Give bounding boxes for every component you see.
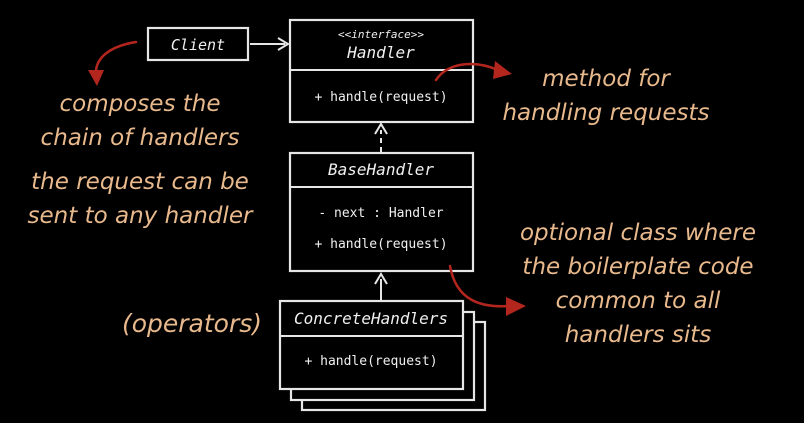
note-method-line-2: handling requests [502, 100, 709, 126]
client-label: Client [171, 36, 225, 54]
concrete-handlers-name: ConcreteHandlers [294, 309, 448, 328]
note-optional-line-4: handlers sits [565, 322, 712, 348]
handler-name: Handler [346, 43, 415, 62]
note-optional: optional class where the boilerplate cod… [520, 220, 756, 348]
note-optional-line-1: optional class where [520, 220, 756, 246]
base-handler-field: - next : Handler [318, 206, 443, 221]
red-arrow-method-note [434, 61, 512, 82]
concrete-handlers-box [278, 299, 465, 391]
base-handler-box: BaseHandler - next : Handler + handle(re… [288, 151, 475, 273]
note-optional-line-2: the boilerplate code [522, 254, 753, 280]
note-request: the request can be sent to any handler [28, 169, 254, 229]
inheritance-arrow [374, 272, 388, 300]
client-box: Client [146, 26, 250, 62]
note-method-line-1: method for [542, 66, 671, 92]
handler-interface-box: <<interface>> Handler + handle(request) [288, 18, 475, 124]
note-operators: (operators) [122, 309, 262, 338]
note-composes-line-2: chain of handlers [41, 125, 240, 151]
red-arrow-base-note [448, 264, 526, 316]
note-method-for: method for handling requests [502, 66, 709, 126]
note-request-line-2: sent to any handler [28, 203, 254, 229]
realization-arrow [374, 122, 388, 152]
base-handler-method: + handle(request) [314, 237, 447, 252]
note-operators-text: (operators) [122, 309, 262, 338]
red-arrow-client-note [88, 40, 138, 86]
handler-stereotype: <<interface>> [338, 28, 424, 41]
note-composes-line-1: composes the [60, 91, 221, 117]
note-optional-line-3: common to all [556, 288, 721, 314]
note-request-line-1: the request can be [31, 169, 249, 195]
concrete-handlers-stack: ConcreteHandlers + handle(request) [278, 299, 487, 412]
handler-method: + handle(request) [314, 90, 447, 105]
client-to-handler-arrow [250, 37, 290, 51]
base-handler-name: BaseHandler [328, 160, 434, 179]
concrete-handlers-method: + handle(request) [304, 354, 437, 369]
note-composes: composes the chain of handlers [41, 91, 240, 151]
